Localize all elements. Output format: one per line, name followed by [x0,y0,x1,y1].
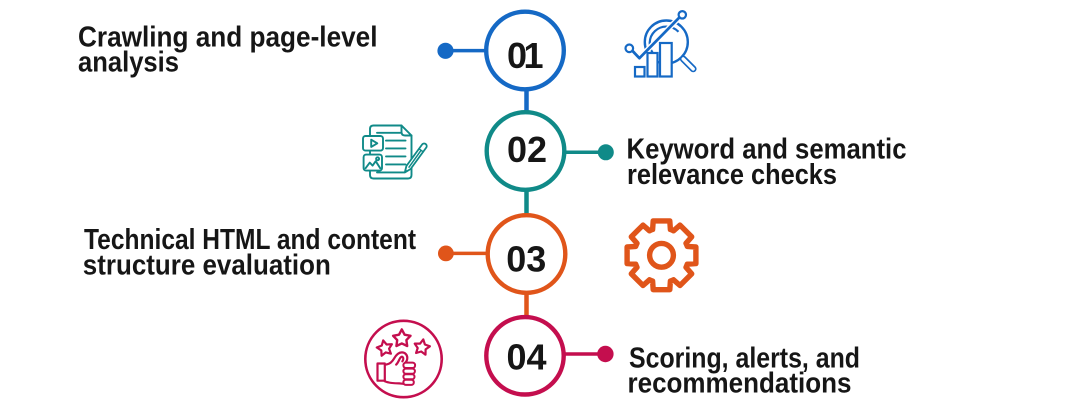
svg-text:analysis: analysis [78,47,179,79]
svg-text:recommendations: recommendations [628,367,852,399]
svg-text:04: 04 [506,337,546,378]
svg-text:Crawling and page-level: Crawling and page-level [78,21,378,53]
svg-text:0: 0 [507,35,527,76]
svg-text:1: 1 [523,35,543,76]
svg-text:structure evaluation: structure evaluation [83,250,331,282]
svg-text:03: 03 [506,239,546,280]
svg-text:02: 02 [507,129,547,170]
svg-text:Scoring, alerts, and: Scoring, alerts, and [629,342,860,374]
svg-text:Keyword and semantic: Keyword and semantic [627,134,907,166]
svg-text:Technical HTML and content: Technical HTML and content [84,224,416,256]
svg-text:relevance checks: relevance checks [627,159,837,191]
